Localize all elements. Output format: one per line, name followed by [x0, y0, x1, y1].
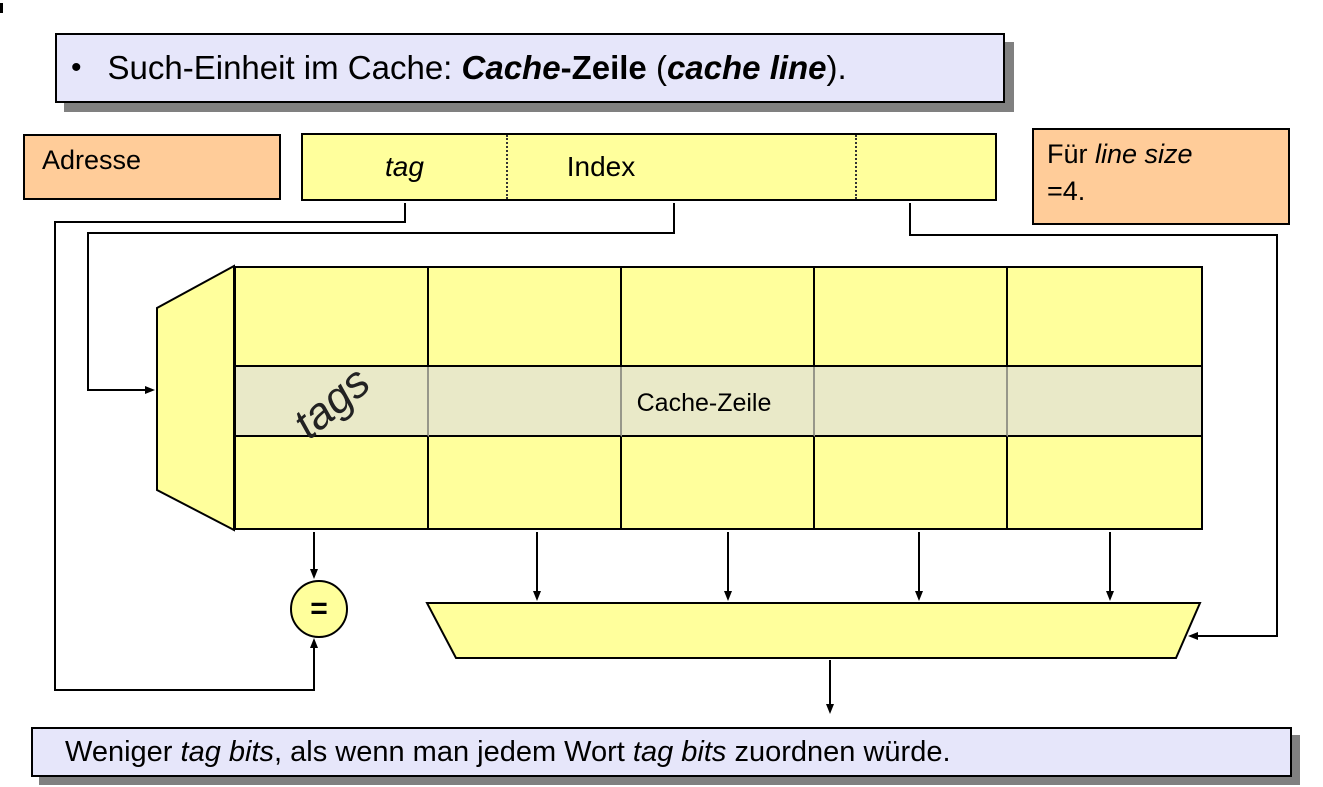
title-banner: • Such-Einheit im Cache: Cache-Zeile (ca…: [55, 33, 1005, 103]
title-emph-cache-line: cache line: [666, 49, 827, 86]
cache-cell: [622, 437, 815, 528]
bottom-italic-1: tag bits: [180, 735, 275, 768]
adresse-label: Adresse: [42, 145, 142, 175]
cache-cell: [429, 268, 622, 367]
index-field-label: Index: [566, 151, 636, 182]
note-italic: line size: [1095, 139, 1193, 169]
address-field: tag Index: [301, 133, 997, 201]
title-prefix: Such-Einheit im Cache:: [107, 49, 462, 86]
field-separator-tag-index: [506, 135, 508, 199]
bottom-suffix: zuordnen würde.: [726, 735, 951, 768]
cache-zeile-label: Cache-Zeile: [636, 389, 772, 417]
cache-cell: [815, 437, 1008, 528]
cache-cell: [1008, 437, 1201, 528]
bullet-icon: •: [71, 51, 82, 84]
line-size-note-box: Für line size =4.: [1032, 128, 1290, 225]
bottom-mid: , als wenn man jedem Wort: [274, 735, 633, 768]
cache-line-cell: [429, 367, 622, 437]
tag-field-label: tag: [385, 151, 424, 182]
title-suffix: ).: [826, 49, 847, 86]
cache-line-cell: [1008, 367, 1201, 437]
bottom-prefix: Weniger: [65, 735, 181, 768]
note-line2: =4.: [1047, 176, 1086, 206]
cache-cell: [236, 268, 429, 367]
note-prefix: Für: [1047, 139, 1096, 169]
tags-column-shape: [156, 264, 235, 532]
bottom-text: Weniger tag bits, als wenn man jedem Wor…: [65, 736, 951, 769]
cache-cell: [622, 268, 815, 367]
title-emph-cache: Cache: [461, 49, 561, 86]
title-bold-zeile: -Zeile: [560, 49, 647, 86]
cache-line-cell: [815, 367, 1008, 437]
comparator-symbol: =: [310, 592, 328, 625]
cache-cell: [815, 268, 1008, 367]
slide-corner-mark: [0, 3, 3, 13]
bottom-banner: Weniger tag bits, als wenn man jedem Wor…: [31, 727, 1292, 777]
cache-cell: [236, 437, 429, 528]
title-mid: (: [646, 49, 667, 86]
cache-cell: [1008, 268, 1201, 367]
bottom-italic-2: tag bits: [632, 735, 727, 768]
title-text: Such-Einheit im Cache: Cache-Zeile (cach…: [108, 49, 847, 87]
mux-shape: [425, 602, 1202, 659]
adresse-box: Adresse: [23, 134, 281, 200]
cache-cell: [429, 437, 622, 528]
field-separator-index-offset: [855, 135, 857, 199]
